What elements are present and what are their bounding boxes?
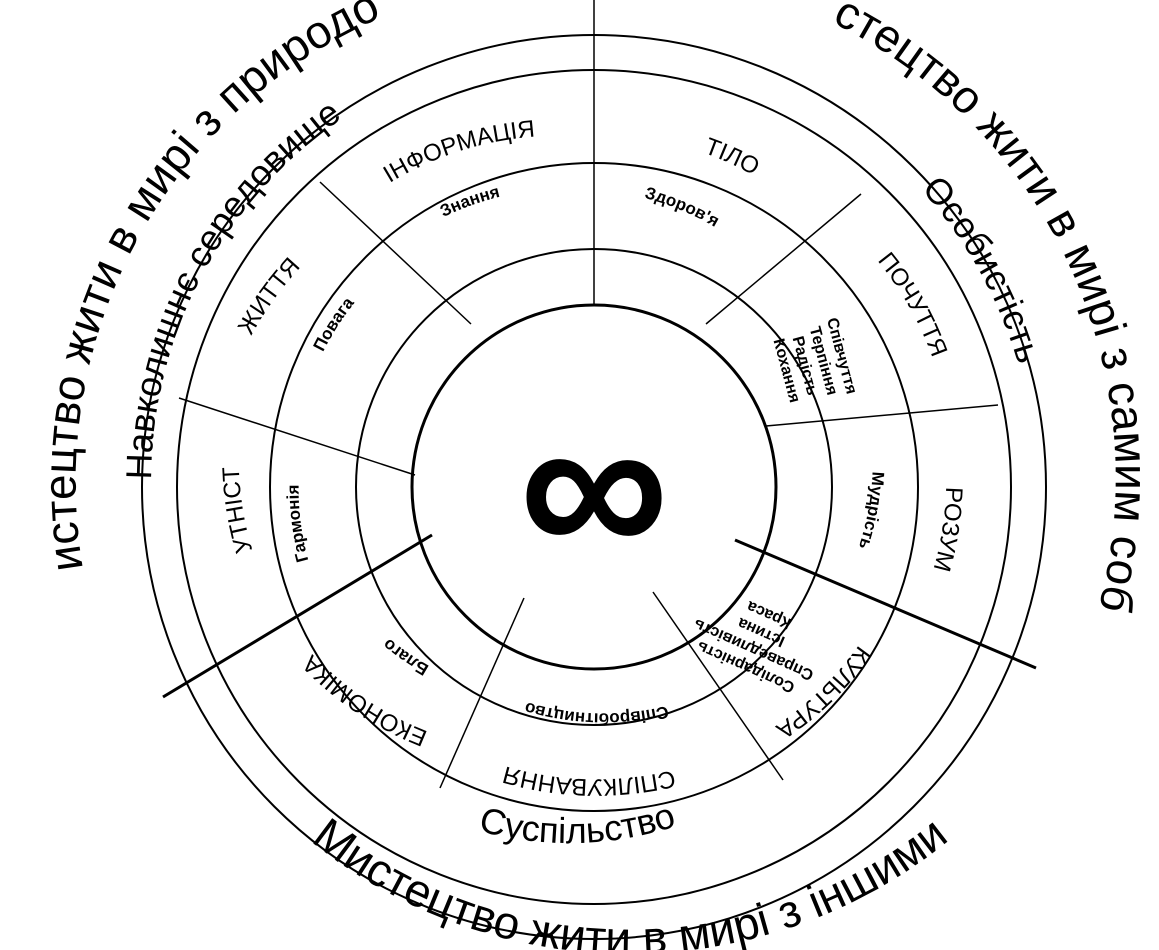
value-respect: Повага (310, 293, 358, 354)
category-mind: РОЗУМ (928, 486, 968, 574)
infinity-symbol: ∞ (519, 368, 669, 603)
culture-values-list: Солідарність Справедливість Істина Краса (691, 597, 816, 695)
value-wellbeing: Благо (379, 635, 431, 679)
domain-society: Суспільство (476, 794, 679, 851)
divider-cat (652, 591, 784, 781)
divider-cat (439, 597, 525, 789)
category-info: ІНФОРМАЦІЯ (379, 116, 536, 189)
divider-cat (765, 404, 999, 427)
divider-cat (705, 193, 862, 325)
feelings-list: Співчуття Терпіння Радість Кохання (770, 316, 860, 405)
category-body: ТІЛО (701, 133, 764, 181)
category-life: ЖИТТЯ (233, 253, 306, 339)
category-communication: СПІЛКУВАННЯ (500, 761, 678, 801)
value-health: Здоров'я (643, 183, 723, 230)
divider-others-nature (162, 533, 433, 699)
value-cooperation: Співробітництво (522, 698, 670, 728)
divider-cat (178, 397, 416, 476)
divider-self-others (734, 538, 1037, 670)
divider-cat (319, 181, 472, 325)
value-harmony: Гармонія (284, 485, 313, 565)
value-wisdom: Мудрість (855, 471, 888, 552)
